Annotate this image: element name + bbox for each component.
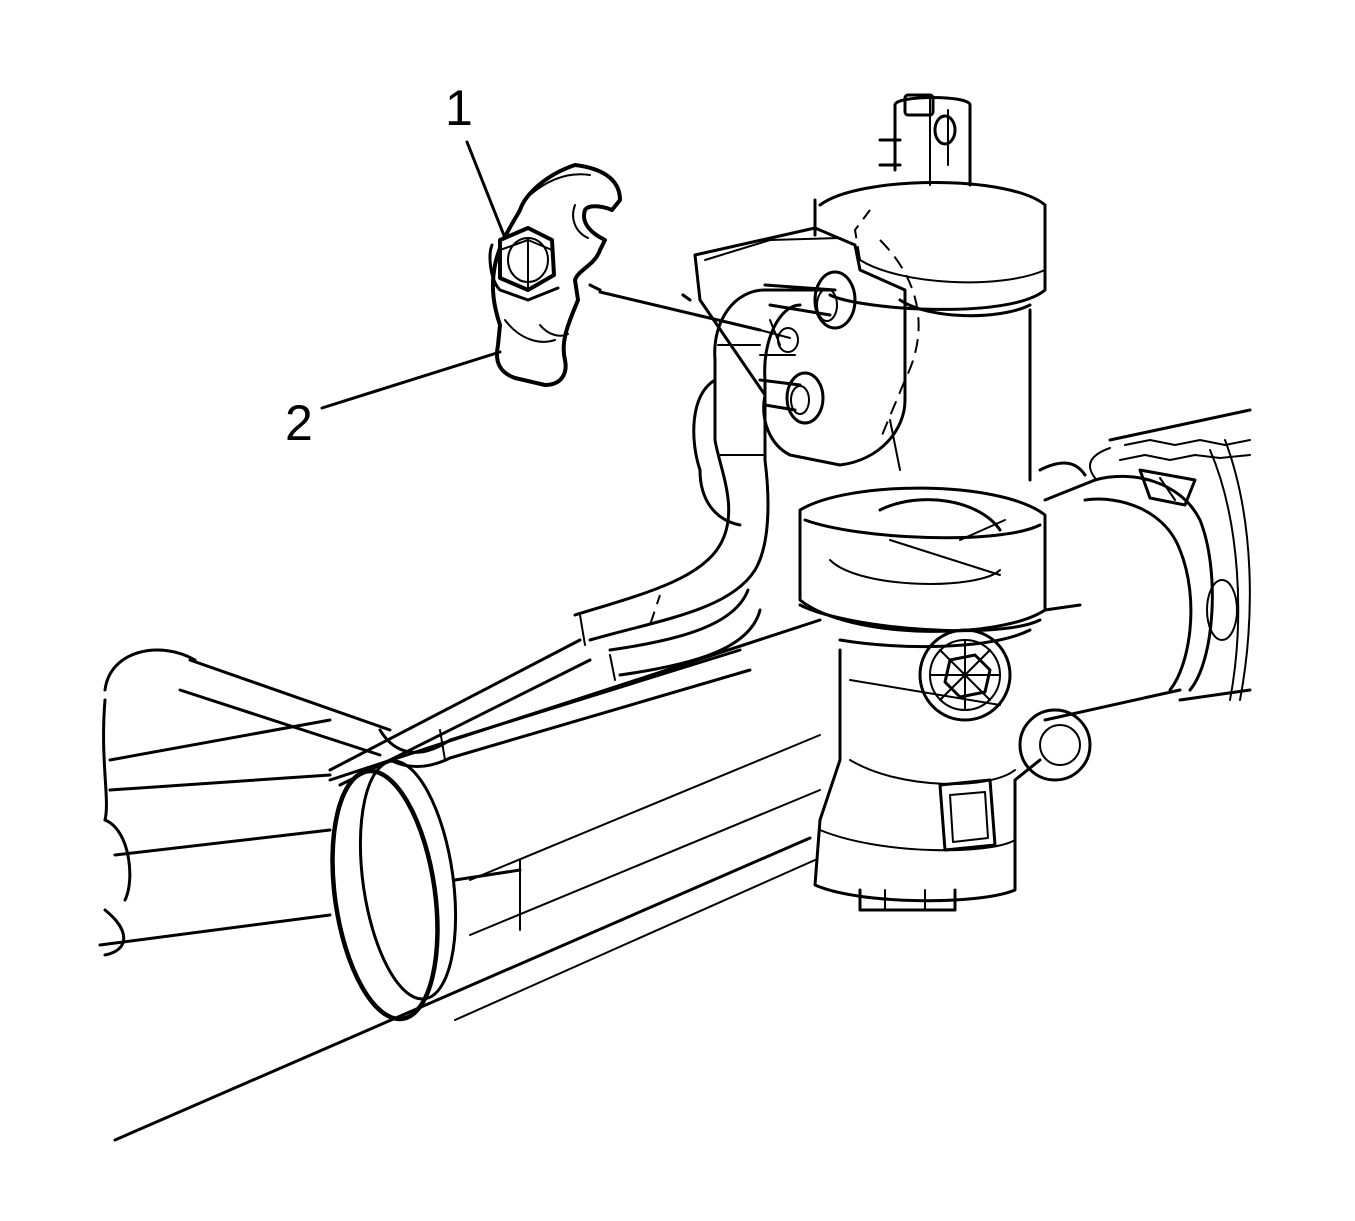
leader-line-1 — [465, 140, 507, 240]
bolt — [488, 226, 560, 302]
leader-lines — [320, 140, 791, 410]
right-boot — [1038, 408, 1252, 722]
valve-body — [681, 93, 1092, 912]
callout-2-label: 2 — [285, 395, 313, 451]
hydraulic-lines — [178, 288, 832, 787]
leader-line-2 — [320, 350, 502, 410]
alignment-line — [598, 290, 762, 332]
callout-1-label: 1 — [445, 80, 473, 136]
